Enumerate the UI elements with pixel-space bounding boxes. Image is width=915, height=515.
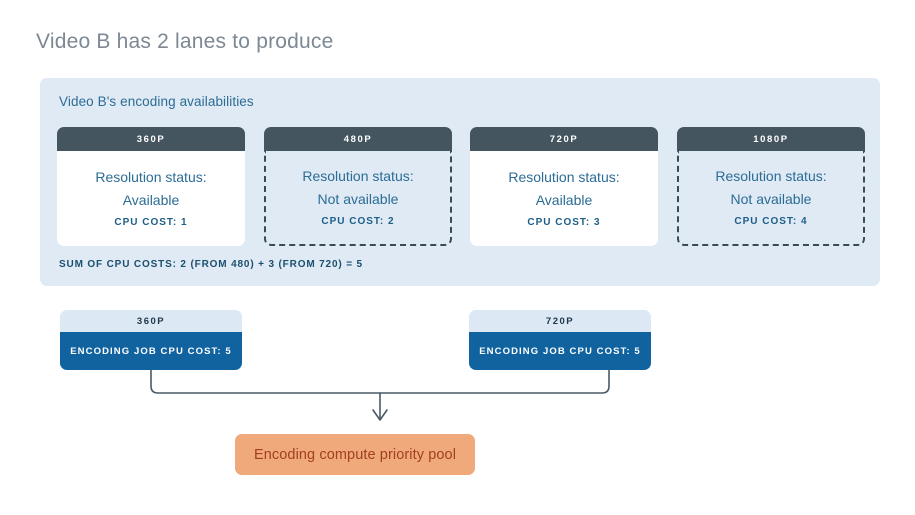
cpu-cost-label: CPU COST: 2 bbox=[321, 216, 395, 228]
sum-of-cpu-costs-label: SUM OF CPU COSTS: 2 (FROM 480) + 3 (FROM… bbox=[59, 259, 363, 270]
resolution-card-720p[interactable]: 720P Resolution status: Available CPU CO… bbox=[470, 127, 658, 246]
availability-panel: Video B's encoding availabilities 360P R… bbox=[40, 78, 880, 286]
encoding-job-card-720p[interactable]: 720P ENCODING JOB CPU COST: 5 bbox=[469, 310, 651, 370]
resolution-card-480p[interactable]: 480P Resolution status: Not available CP… bbox=[264, 127, 452, 246]
job-card-cost: ENCODING JOB CPU COST: 5 bbox=[469, 332, 651, 370]
status-value: Available bbox=[122, 192, 180, 208]
cpu-cost-label: CPU COST: 3 bbox=[527, 217, 601, 229]
resolution-card-body: Resolution status: Not available CPU COS… bbox=[677, 151, 865, 246]
resolution-card-360p[interactable]: 360P Resolution status: Available CPU CO… bbox=[57, 127, 245, 246]
status-value: Not available bbox=[730, 191, 812, 207]
resolution-card-body: Resolution status: Available CPU COST: 1 bbox=[57, 151, 245, 246]
job-card-cost: ENCODING JOB CPU COST: 5 bbox=[60, 332, 242, 370]
page-title: Video B has 2 lanes to produce bbox=[36, 30, 334, 53]
job-card-header: 360P bbox=[60, 310, 242, 332]
status-label: Resolution status: bbox=[508, 168, 620, 185]
status-label: Resolution status: bbox=[715, 167, 827, 184]
panel-label: Video B's encoding availabilities bbox=[59, 94, 254, 109]
connector-bracket bbox=[120, 368, 640, 428]
resolution-card-body: Resolution status: Available CPU COST: 3 bbox=[470, 151, 658, 246]
status-label: Resolution status: bbox=[95, 168, 207, 185]
job-card-header: 720P bbox=[469, 310, 651, 332]
resolution-card-header: 1080P bbox=[677, 127, 865, 151]
resolution-card-body: Resolution status: Not available CPU COS… bbox=[264, 151, 452, 246]
resolution-card-header: 360P bbox=[57, 127, 245, 151]
cpu-cost-label: CPU COST: 1 bbox=[114, 217, 188, 229]
resolution-card-header: 480P bbox=[264, 127, 452, 151]
resolution-card-1080p[interactable]: 1080P Resolution status: Not available C… bbox=[677, 127, 865, 246]
encoding-compute-priority-pool[interactable]: Encoding compute priority pool bbox=[235, 434, 475, 475]
status-label: Resolution status: bbox=[302, 167, 414, 184]
status-value: Available bbox=[535, 192, 593, 208]
connector-arrow-icon bbox=[150, 369, 610, 421]
status-value: Not available bbox=[317, 191, 399, 207]
resolution-card-header: 720P bbox=[470, 127, 658, 151]
cpu-cost-label: CPU COST: 4 bbox=[734, 216, 808, 228]
encoding-job-card-360p[interactable]: 360P ENCODING JOB CPU COST: 5 bbox=[60, 310, 242, 370]
